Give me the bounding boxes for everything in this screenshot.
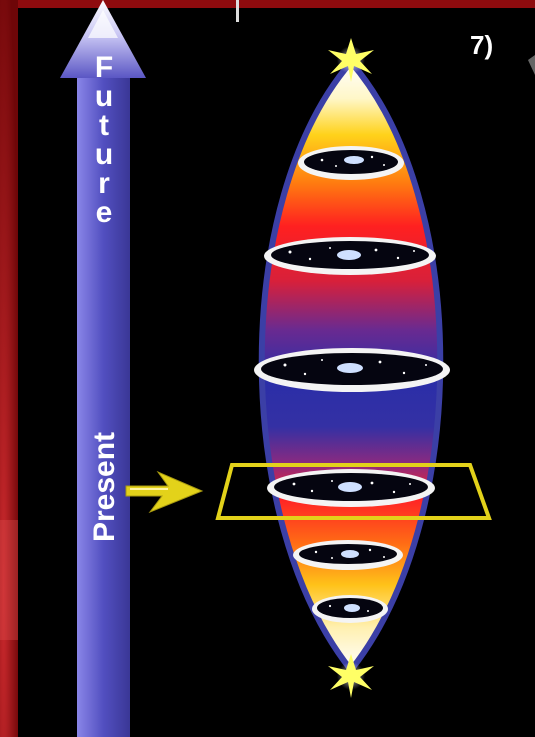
present-pointer-arrow	[126, 472, 202, 512]
galaxy-disc-icon	[293, 540, 403, 570]
frame-highlight	[0, 520, 18, 640]
step-label: 7)	[470, 30, 493, 61]
edge-fragment	[528, 55, 535, 75]
galaxy-disc-icon	[264, 237, 436, 275]
galaxy-disc-icon	[312, 595, 388, 623]
galaxy-disc-icon	[267, 469, 435, 507]
present-label: Present	[88, 432, 121, 542]
frame-top	[0, 0, 535, 8]
singularity-star-icon	[328, 654, 374, 698]
future-label: Future	[88, 51, 121, 225]
galaxy-disc-icon	[254, 348, 450, 392]
singularity-star-icon	[328, 38, 374, 82]
top-tick	[236, 0, 239, 22]
galaxy-disc-icon	[298, 146, 404, 180]
